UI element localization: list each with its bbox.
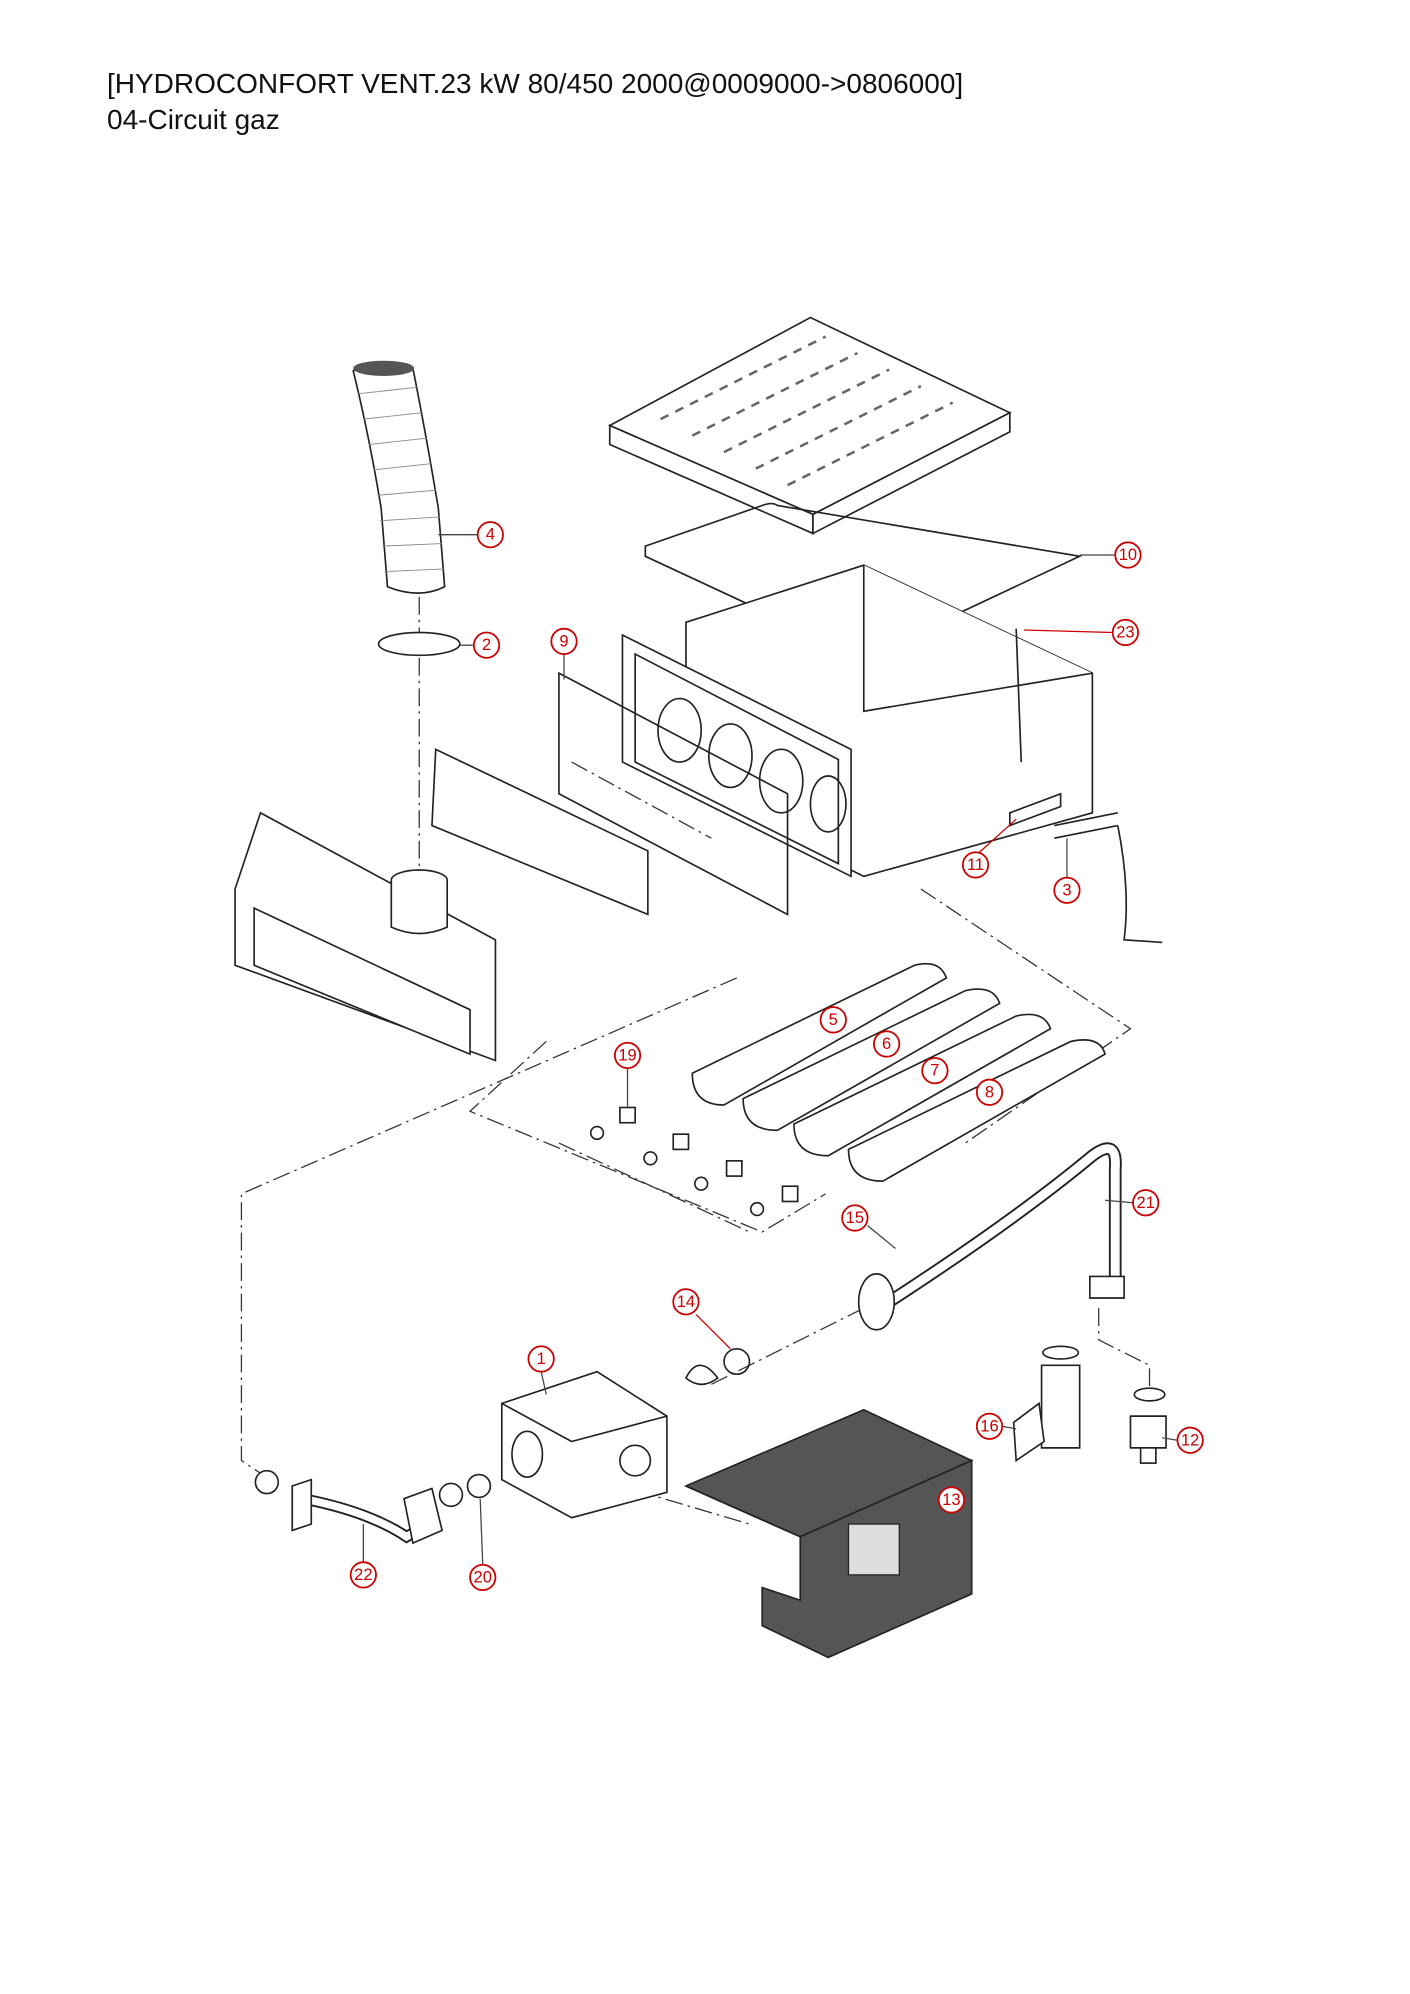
svg-text:15: 15 (846, 1209, 864, 1227)
callout-22: 22 (349, 1561, 377, 1589)
svg-text:22: 22 (354, 1566, 372, 1584)
svg-text:1: 1 (537, 1350, 546, 1368)
svg-text:23: 23 (1116, 623, 1134, 641)
callout-19: 19 (613, 1041, 642, 1070)
svg-text:16: 16 (980, 1417, 998, 1435)
svg-text:3: 3 (1062, 881, 1071, 899)
diagram-title: [HYDROCONFORT VENT.23 kW 80/450 2000@000… (107, 68, 964, 99)
callout-leaders (362, 534, 1178, 1565)
callout-6: 6 (873, 1030, 901, 1058)
callout-16: 16 (975, 1412, 1004, 1440)
callout-5: 5 (819, 1006, 847, 1034)
burner-tubes (691, 962, 1107, 1182)
svg-text:7: 7 (930, 1062, 939, 1080)
svg-text:19: 19 (618, 1046, 636, 1064)
svg-text:12: 12 (1181, 1431, 1199, 1449)
svg-text:11: 11 (967, 856, 984, 874)
hose-clamp (377, 631, 461, 657)
svg-text:14: 14 (677, 1293, 695, 1311)
svg-text:10: 10 (1119, 546, 1137, 564)
svg-text:5: 5 (829, 1011, 838, 1029)
gasket (644, 502, 1083, 659)
svg-text:6: 6 (882, 1035, 891, 1053)
callout-23: 23 (1111, 618, 1139, 647)
top-tray (607, 316, 1012, 535)
svg-text:2: 2 (482, 636, 491, 654)
callout-10: 10 (1114, 541, 1142, 569)
svg-text:4: 4 (486, 526, 495, 544)
callout-4: 4 (476, 521, 504, 549)
ignition-electrode (1008, 792, 1163, 944)
callout-1: 1 (527, 1345, 555, 1373)
callout-7: 7 (921, 1057, 949, 1085)
callout-14: 14 (672, 1288, 700, 1316)
combustion-chamber (621, 564, 1094, 878)
diagram-subtitle: 04-Circuit gaz (107, 104, 280, 135)
burner-housing (234, 811, 497, 1062)
svg-text:13: 13 (942, 1491, 960, 1509)
callout-20: 20 (469, 1563, 497, 1592)
injectors (589, 1106, 799, 1217)
callout-9: 9 (550, 627, 578, 655)
callout-11: 11 (961, 851, 990, 879)
callout-12: 12 (1176, 1426, 1204, 1454)
callout-8: 8 (975, 1078, 1004, 1106)
svg-text:20: 20 (474, 1568, 492, 1586)
flex-pipe (352, 360, 446, 594)
fitting (1129, 1387, 1167, 1464)
svg-text:8: 8 (985, 1083, 994, 1101)
control-box (683, 1408, 974, 1659)
callout-21: 21 (1132, 1189, 1160, 1217)
isolation-valve (1012, 1345, 1081, 1463)
heat-shield (431, 748, 649, 916)
sight-glass-gasket (558, 671, 789, 916)
svg-text:21: 21 (1137, 1194, 1155, 1212)
o-ring (723, 1347, 751, 1376)
callout-13: 13 (937, 1486, 965, 1514)
callout-3: 3 (1053, 876, 1081, 904)
callout-2: 2 (472, 631, 501, 659)
inlet-pipe (254, 1469, 492, 1545)
pipe-flange (857, 1273, 896, 1331)
callout-15: 15 (841, 1204, 869, 1232)
gas-valve (500, 1370, 668, 1519)
svg-text:9: 9 (559, 632, 568, 650)
